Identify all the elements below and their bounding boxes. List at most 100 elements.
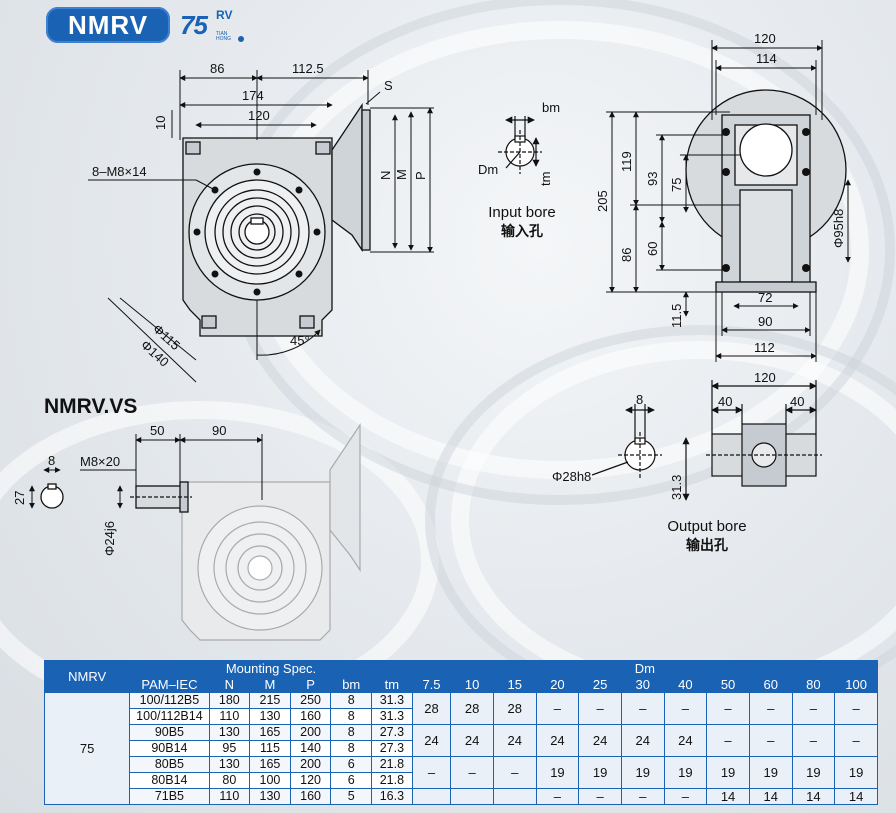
table-cell: 165 bbox=[249, 724, 291, 741]
table-cell: 165 bbox=[249, 756, 291, 773]
table-cell: 200 bbox=[289, 756, 332, 773]
table-cell: 21.8 bbox=[371, 756, 413, 773]
table-dm-cell: 19 bbox=[535, 756, 580, 789]
svg-text:31.3: 31.3 bbox=[669, 475, 684, 500]
svg-text:M: M bbox=[394, 169, 409, 180]
svg-text:112: 112 bbox=[754, 340, 775, 355]
table-cell: 100 bbox=[249, 772, 291, 789]
table-dm-size-header: 30 bbox=[620, 676, 665, 693]
svg-text:72: 72 bbox=[758, 290, 772, 305]
table-cell: 27.3 bbox=[371, 740, 413, 757]
table-cell: 6 bbox=[330, 772, 373, 789]
table-cell: 130 bbox=[249, 708, 291, 725]
table-dm-cell bbox=[450, 788, 494, 805]
svg-text:90: 90 bbox=[758, 314, 772, 329]
table-cell: 90B5 bbox=[129, 724, 210, 741]
table-dm-cell: – bbox=[791, 692, 836, 725]
table-dm-size-header: 80 bbox=[791, 676, 836, 693]
table-dm-cell: 24 bbox=[492, 724, 537, 757]
table-subheader-cell: M bbox=[249, 676, 291, 693]
table-cell: 8 bbox=[330, 708, 373, 725]
table-dm-cell: – bbox=[706, 724, 750, 757]
table-dm-cell: 19 bbox=[663, 756, 708, 789]
table-cell: 130 bbox=[249, 788, 291, 805]
svg-text:Dm: Dm bbox=[478, 162, 498, 177]
svg-text:45°: 45° bbox=[290, 333, 310, 348]
svg-text:90: 90 bbox=[212, 423, 226, 438]
table-cell: 71B5 bbox=[129, 788, 210, 805]
svg-text:tm: tm bbox=[538, 172, 553, 186]
table-cell: 31.3 bbox=[371, 692, 413, 709]
table-dm-cell: 24 bbox=[578, 724, 622, 757]
table-cell: 8 bbox=[330, 740, 373, 757]
table-cell: 80B5 bbox=[129, 756, 210, 773]
logo-suffix: RV bbox=[216, 8, 233, 22]
table-dm-cell: – bbox=[578, 788, 622, 805]
table-dm-cell: 19 bbox=[791, 756, 836, 789]
table-dm-size-header: 15 bbox=[492, 676, 537, 693]
svg-text:N: N bbox=[378, 171, 393, 180]
table-dm-size-header: 100 bbox=[834, 676, 878, 693]
svg-text:120: 120 bbox=[754, 370, 776, 385]
svg-text:40: 40 bbox=[790, 394, 804, 409]
table-dm-cell: 24 bbox=[620, 724, 665, 757]
table-cell: 95 bbox=[208, 740, 251, 757]
vs-labels: 8 27 50 90 M8×20 Φ24j6 bbox=[12, 423, 226, 556]
table-dm-size-header: 7.5 bbox=[411, 676, 452, 693]
svg-text:112.5: 112.5 bbox=[292, 61, 324, 76]
table-dm-cell: 24 bbox=[450, 724, 494, 757]
table-cell: 8 bbox=[330, 724, 373, 741]
table-dm-cell: – bbox=[706, 692, 750, 725]
vs-front-view bbox=[181, 423, 361, 641]
table-dm-cell: 14 bbox=[834, 788, 878, 805]
table-dm-cell: 24 bbox=[411, 724, 452, 757]
table-dm-size-header: 25 bbox=[578, 676, 622, 693]
table-dm-size-header: 10 bbox=[450, 676, 494, 693]
table-dm-cell: – bbox=[535, 692, 580, 725]
table-cell: 90B14 bbox=[129, 740, 210, 757]
table-subheader-cell: tm bbox=[371, 676, 413, 693]
output-bore-labels: 120 40 40 8 Φ28h8 31.3 bbox=[552, 370, 804, 500]
svg-text:119: 119 bbox=[619, 151, 634, 172]
technical-drawing: 86 112.5 174 120 10 S N M P 8–M8×14 Φ115… bbox=[12, 31, 851, 641]
output-bore-caption: Output bore 输出孔 bbox=[667, 518, 747, 553]
svg-text:Φ24j6: Φ24j6 bbox=[102, 521, 117, 556]
table-dm-cell: – bbox=[578, 692, 622, 725]
table-dm-cell bbox=[411, 788, 452, 805]
svg-text:10: 10 bbox=[153, 116, 168, 130]
output-bore-diagram bbox=[591, 380, 822, 501]
table-dm-cell: – bbox=[620, 692, 665, 725]
table-dm-cell: 28 bbox=[450, 692, 494, 725]
nmrv-vs-heading: NMRV.VS bbox=[44, 395, 138, 418]
table-cell: 215 bbox=[249, 692, 291, 709]
table-dm-cell: 28 bbox=[411, 692, 452, 725]
table-cell: 200 bbox=[289, 724, 332, 741]
logo-number: 75 bbox=[180, 10, 208, 40]
table-dm-cell: – bbox=[748, 724, 793, 757]
table-cell: 130 bbox=[208, 756, 251, 773]
table-dm-cell: – bbox=[748, 692, 793, 725]
table-dm-cell: 19 bbox=[834, 756, 878, 789]
vs-input-shaft bbox=[40, 481, 192, 513]
table-cell: 160 bbox=[289, 788, 332, 805]
table-dm-cell: – bbox=[411, 756, 452, 789]
table-dm-cell: – bbox=[620, 788, 665, 805]
table-dm-cell: – bbox=[450, 756, 494, 789]
table-cell: 8 bbox=[330, 692, 373, 709]
svg-text:8: 8 bbox=[48, 453, 55, 468]
table-cell: 31.3 bbox=[371, 708, 413, 725]
table-dm-cell: 24 bbox=[535, 724, 580, 757]
svg-text:8–M8×14: 8–M8×14 bbox=[92, 164, 147, 179]
svg-text:205: 205 bbox=[595, 190, 610, 212]
table-dm-cell: 24 bbox=[663, 724, 708, 757]
table-dm-header: Dm bbox=[411, 660, 879, 677]
table-dm-cell: 14 bbox=[706, 788, 750, 805]
